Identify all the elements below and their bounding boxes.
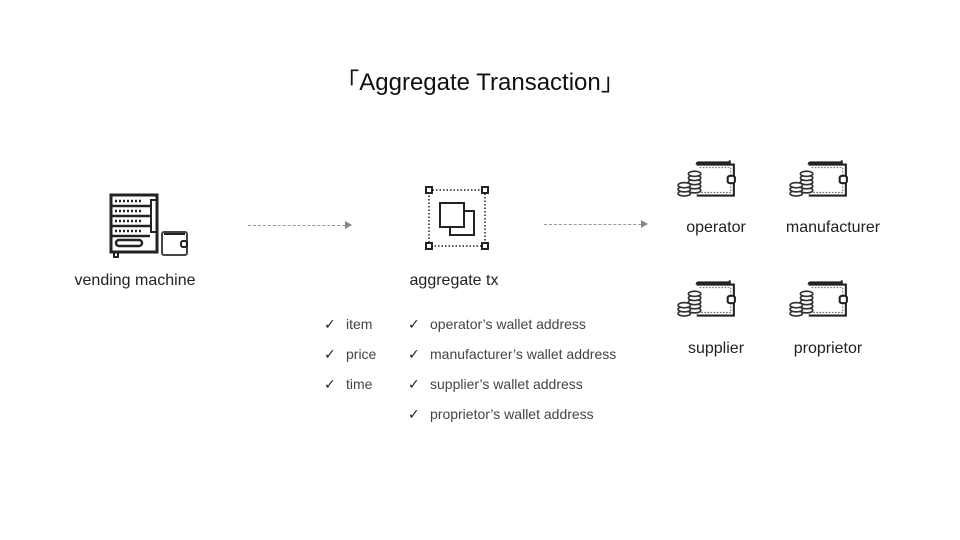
address-item: ✓ manufacturer’s wallet address	[408, 346, 616, 363]
address-text: operator’s wallet address	[430, 316, 586, 332]
aggregate-tx-label: aggregate tx	[409, 272, 499, 289]
check-icon: ✓	[324, 316, 336, 332]
address-item: ✓ supplier’s wallet address	[408, 376, 583, 393]
check-icon: ✓	[408, 406, 420, 422]
wallet-coins-icon	[788, 278, 850, 320]
tx-field-item: ✓ item	[324, 316, 372, 333]
wallet-coins-icon	[788, 158, 850, 200]
supplier-label: supplier	[687, 340, 745, 357]
address-item: ✓ operator’s wallet address	[408, 316, 586, 333]
check-icon: ✓	[408, 376, 420, 392]
check-icon: ✓	[408, 346, 420, 362]
tx-field-text: time	[346, 376, 373, 392]
tx-field-time: ✓ time	[324, 376, 372, 393]
address-text: manufacturer’s wallet address	[430, 346, 617, 362]
manufacturer-label: manufacturer	[785, 219, 881, 236]
check-icon: ✓	[324, 346, 336, 362]
aggregate-tx-icon	[425, 186, 489, 250]
dashed-arrow	[544, 220, 648, 228]
tx-field-text: item	[346, 316, 373, 332]
address-text: supplier’s wallet address	[430, 376, 583, 392]
proprietor-label: proprietor	[793, 340, 863, 357]
address-item: ✓ proprietor’s wallet address	[408, 406, 594, 423]
operator-label: operator	[686, 219, 746, 236]
vending-machine-icon	[109, 193, 188, 258]
check-icon: ✓	[408, 316, 420, 332]
slide-title: 「Aggregate Transaction」	[335, 69, 625, 96]
wallet-coins-icon	[676, 278, 738, 320]
check-icon: ✓	[324, 376, 336, 392]
wallet-coins-icon	[676, 158, 738, 200]
address-text: proprietor’s wallet address	[430, 406, 594, 422]
dashed-arrow	[248, 221, 352, 229]
vending-machine-label: vending machine	[74, 272, 196, 289]
tx-field-text: price	[346, 346, 377, 362]
tx-field-price: ✓ price	[324, 346, 376, 363]
